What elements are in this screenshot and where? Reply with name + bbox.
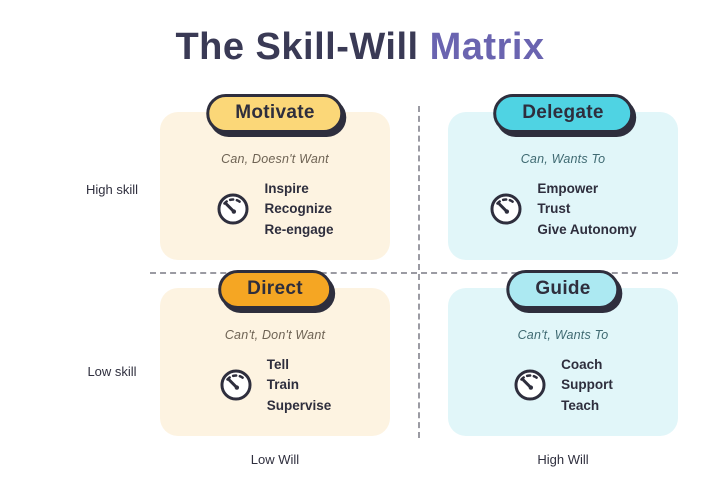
action-item: Give Autonomy	[537, 221, 637, 237]
quadrant-delegate: Delegate Can, Wants To Empower Trust Giv…	[448, 94, 678, 260]
action-item: Supervise	[266, 397, 332, 413]
motivate-actions: Inspire Recognize Re-engage	[264, 179, 333, 240]
guide-content: Coach Support Teach	[513, 355, 613, 416]
axis-label-high-will: High Will	[537, 452, 589, 467]
delegate-content: Empower Trust Give Autonomy	[489, 179, 637, 240]
action-item: Tell	[266, 357, 289, 372]
quadrant-direct: Direct Can't, Don't Want Tell Train Supe…	[160, 270, 390, 436]
delegate-badge: Delegate	[493, 94, 633, 133]
action-item: Coach	[561, 357, 603, 372]
motivate-badge: Motivate	[206, 94, 344, 133]
quadrant-guide: Guide Can't, Wants To Coach Support Teac…	[448, 270, 678, 436]
axis-label-low-skill: Low skill	[87, 364, 137, 379]
action-item: Re-engage	[264, 221, 334, 237]
guide-badge: Guide	[506, 270, 620, 309]
direct-label: Direct	[247, 278, 303, 299]
action-item: Recognize	[264, 201, 332, 217]
delegate-label: Delegate	[522, 102, 604, 123]
motivate-content: Inspire Recognize Re-engage	[216, 179, 334, 240]
quadrant-motivate: Motivate Can, Doesn't Want Inspire Recog…	[160, 94, 390, 260]
guide-label: Guide	[535, 278, 591, 299]
action-item: Train	[266, 377, 299, 393]
action-item: Teach	[561, 397, 600, 413]
guide-actions: Coach Support Teach	[561, 355, 613, 416]
motivate-subtitle: Can, Doesn't Want	[221, 152, 329, 166]
direct-actions: Tell Train Supervise	[267, 355, 332, 416]
gauge-icon	[219, 368, 253, 402]
delegate-subtitle: Can, Wants To	[520, 152, 606, 166]
action-item: Trust	[537, 201, 571, 217]
motivate-label: Motivate	[235, 102, 315, 123]
action-item: Inspire	[264, 181, 309, 196]
title-accent: Matrix	[429, 26, 545, 68]
gauge-icon	[513, 368, 547, 402]
gauge-icon	[489, 192, 523, 226]
action-item: Empower	[537, 181, 599, 196]
axis-label-low-will: Low Will	[250, 452, 300, 467]
axis-label-high-skill: High skill	[85, 182, 138, 197]
direct-subtitle: Can't, Don't Want	[224, 328, 326, 342]
page-title: The Skill-Will Matrix	[0, 26, 720, 69]
title-main: The Skill-Will	[175, 26, 419, 68]
guide-subtitle: Can't, Wants To	[517, 328, 609, 342]
direct-badge: Direct	[218, 270, 332, 309]
delegate-actions: Empower Trust Give Autonomy	[537, 179, 636, 240]
horizontal-divider	[150, 272, 678, 274]
gauge-icon	[216, 192, 250, 226]
direct-content: Tell Train Supervise	[219, 355, 332, 416]
action-item: Support	[561, 377, 613, 393]
